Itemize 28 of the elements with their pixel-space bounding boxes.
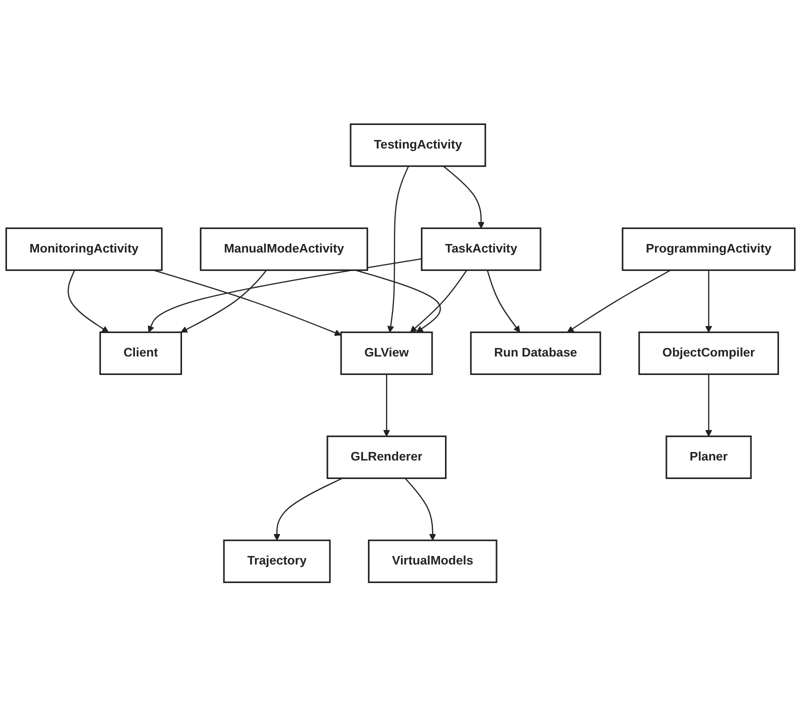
node-box: TaskActivity: [420, 227, 542, 271]
node-box: TestingActivity: [350, 123, 486, 167]
arrow: [355, 269, 441, 332]
arrow: [274, 477, 343, 540]
node-box: Trajectory: [223, 539, 331, 583]
arrow: [443, 165, 485, 228]
node-box: VirtualModels: [368, 539, 498, 583]
arrow: [567, 269, 671, 332]
arrow: [705, 270, 712, 332]
arrow: [410, 270, 468, 332]
node-box: GLView: [340, 331, 433, 375]
arrow: [486, 270, 520, 332]
arrow: [148, 258, 422, 332]
node-box: MonitoringActivity: [5, 227, 163, 271]
node-box: ProgrammingActivity: [622, 227, 796, 271]
arrow: [404, 478, 436, 540]
node-box: Planer: [666, 435, 752, 479]
arrow: [705, 374, 712, 436]
arrow: [383, 374, 390, 436]
arrow: [387, 166, 410, 332]
node-box: Client: [99, 331, 182, 375]
arrow: [68, 270, 109, 332]
node-box: GLRenderer: [326, 435, 447, 479]
arrow: [153, 269, 342, 336]
arrow: [180, 270, 267, 332]
node-box: Run Database: [470, 331, 602, 375]
node-box: ManualModeActivity: [200, 227, 368, 271]
node-box: ObjectCompiler: [638, 331, 779, 375]
